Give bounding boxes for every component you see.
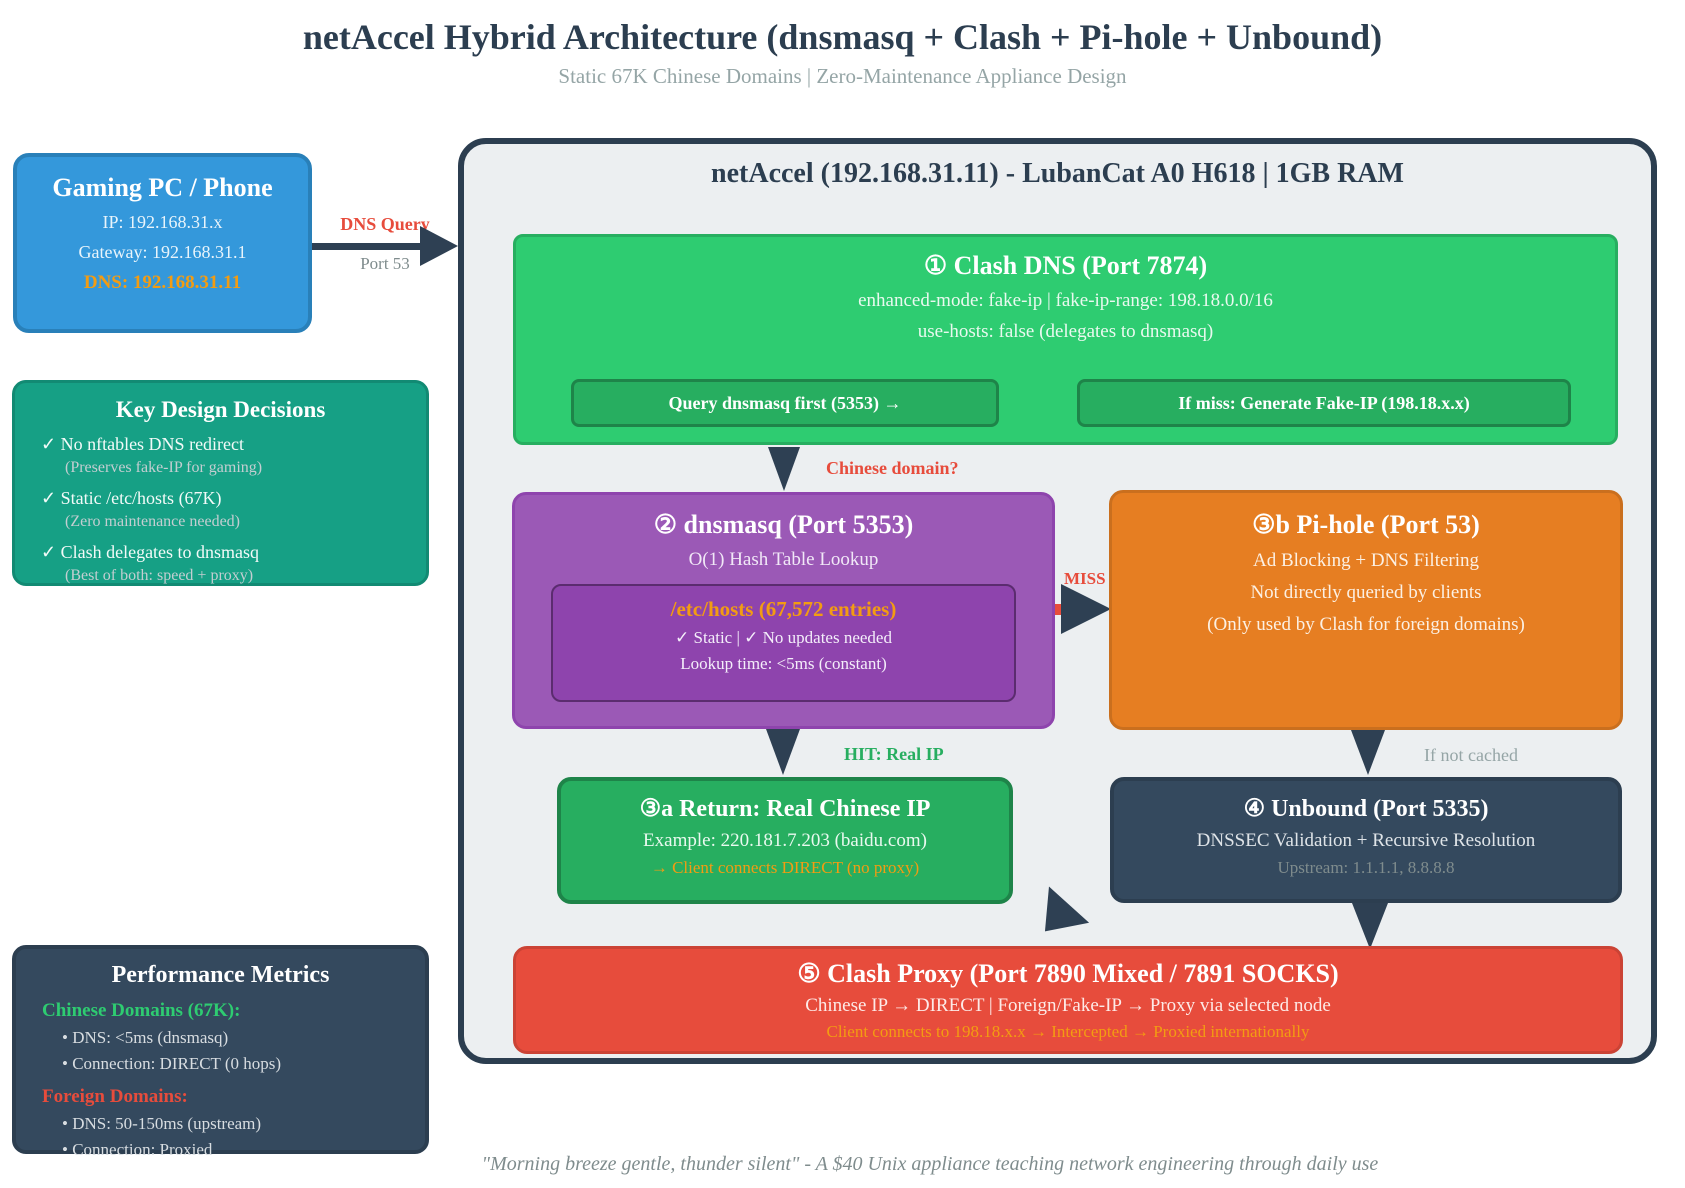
- if-not-cached-label: If not cached: [1424, 745, 1518, 765]
- miss-arrow-tail: [1050, 604, 1061, 615]
- etc-hosts-title: /etc/hosts (67,572 entries): [670, 597, 897, 621]
- dnsmasq-line: O(1) Hash Table Lookup: [688, 549, 879, 570]
- arrow-into-proxy-diagonal-icon: [1024, 886, 1090, 950]
- unbound-line: DNSSEC Validation + Recursive Resolution: [1196, 830, 1536, 851]
- arrow-unbound-to-proxy-icon: [1352, 903, 1388, 949]
- dns-query-label: DNS Query: [340, 214, 430, 234]
- arrow-pihole-to-unbound-icon: [1351, 730, 1385, 775]
- metric-item: • Connection: Proxied: [62, 1140, 213, 1159]
- etc-hosts-line: ✓ Static | ✓ No updates needed: [675, 628, 892, 647]
- design-item-note: (Preserves fake-IP for gaming): [65, 459, 263, 476]
- etc-hosts-line: Lookup time: <5ms (constant): [680, 654, 887, 673]
- chinese-domains-header: Chinese Domains (67K):: [42, 1000, 241, 1021]
- design-item-note: (Best of both: speed + proxy): [65, 567, 254, 584]
- design-item: ✓ Static /etc/hosts (67K): [41, 488, 222, 508]
- arrow-clash-to-dnsmasq-icon: [768, 447, 800, 491]
- client-box-title: Gaming PC / Phone: [52, 173, 273, 202]
- clash-dns-line: enhanced-mode: fake-ip | fake-ip-range: …: [858, 290, 1273, 311]
- clash-fakeip-box: If miss: Generate Fake-IP (198.18.x.x): [1077, 379, 1571, 427]
- unbound-title: ④ Unbound (Port 5335): [1243, 796, 1489, 822]
- dnsmasq-box: ② dnsmasq (Port 5353) O(1) Hash Table Lo…: [512, 492, 1055, 729]
- netaccel-appliance-panel: netAccel (192.168.31.11) - LubanCat A0 H…: [458, 138, 1657, 1064]
- return-real-ip-box: ③a Return: Real Chinese IP Example: 220.…: [557, 777, 1013, 904]
- dnsmasq-title: ② dnsmasq (Port 5353): [653, 510, 914, 539]
- return-real-ip-note: → Client connects DIRECT (no proxy): [650, 858, 920, 877]
- dns-query-arrow-shaft: [312, 243, 428, 250]
- clash-dns-title: ① Clash DNS (Port 7874): [923, 251, 1208, 280]
- footer-quote: "Morning breeze gentle, thunder silent" …: [481, 1153, 1379, 1175]
- pihole-title: ③b Pi-hole (Port 53): [1252, 510, 1480, 539]
- client-ip: IP: 192.168.31.x: [102, 212, 223, 232]
- metric-item: • DNS: 50-150ms (upstream): [62, 1114, 262, 1133]
- page-subtitle: Static 67K Chinese Domains | Zero-Mainte…: [558, 64, 1127, 88]
- unbound-box: ④ Unbound (Port 5335) DNSSEC Validation …: [1110, 777, 1622, 903]
- clash-query-dnsmasq-box: Query dnsmasq first (5353) →: [571, 379, 999, 427]
- pihole-box: ③b Pi-hole (Port 53) Ad Blocking + DNS F…: [1109, 490, 1623, 730]
- design-item-note: (Zero maintenance needed): [65, 513, 241, 530]
- performance-metrics-box: Performance Metrics Chinese Domains (67K…: [12, 945, 429, 1159]
- client-gateway: Gateway: 192.168.31.1: [78, 242, 247, 262]
- dns-query-port-label: Port 53: [360, 254, 410, 273]
- chinese-domain-label: Chinese domain?: [826, 458, 959, 478]
- miss-label: MISS: [1064, 569, 1106, 588]
- pihole-line: Ad Blocking + DNS Filtering: [1252, 550, 1480, 571]
- page-title: netAccel Hybrid Architecture (dnsmasq + …: [302, 17, 1383, 57]
- return-real-ip-example: Example: 220.181.7.203 (baidu.com): [643, 830, 927, 851]
- design-item: ✓ Clash delegates to dnsmasq: [41, 542, 260, 562]
- client-dns: DNS: 192.168.31.11: [83, 272, 242, 293]
- client-box: Gaming PC / Phone IP: 192.168.31.x Gatew…: [13, 153, 312, 333]
- design-decisions-box: Key Design Decisions ✓ No nftables DNS r…: [12, 380, 429, 586]
- clash-proxy-line: Chinese IP → DIRECT | Foreign/Fake-IP → …: [805, 995, 1331, 1016]
- pihole-line: Not directly queried by clients: [1250, 582, 1482, 603]
- design-item: ✓ No nftables DNS redirect: [41, 434, 245, 454]
- etc-hosts-box: /etc/hosts (67,572 entries) ✓ Static | ✓…: [551, 584, 1016, 702]
- appliance-title: netAccel (192.168.31.11) - LubanCat A0 H…: [711, 158, 1404, 189]
- clash-dns-box: ① Clash DNS (Port 7874) enhanced-mode: f…: [513, 234, 1618, 445]
- arrow-dnsmasq-to-pihole-icon: [1061, 584, 1111, 634]
- performance-metrics-title: Performance Metrics: [111, 962, 330, 988]
- foreign-domains-header: Foreign Domains:: [42, 1086, 188, 1107]
- metric-item: • DNS: <5ms (dnsmasq): [62, 1028, 229, 1047]
- arrow-dnsmasq-to-return-icon: [766, 729, 800, 775]
- dns-query-arrow-icon: [420, 226, 458, 266]
- clash-dns-line: use-hosts: false (delegates to dnsmasq): [917, 321, 1214, 342]
- pihole-line: (Only used by Clash for foreign domains): [1207, 614, 1525, 635]
- return-real-ip-title: ③a Return: Real Chinese IP: [639, 796, 931, 822]
- clash-proxy-note: Client connects to 198.18.x.x → Intercep…: [826, 1022, 1310, 1041]
- clash-proxy-box: ⑤ Clash Proxy (Port 7890 Mixed / 7891 SO…: [513, 946, 1623, 1054]
- hit-real-ip-label: HIT: Real IP: [844, 744, 944, 764]
- design-decisions-title: Key Design Decisions: [115, 397, 326, 422]
- clash-proxy-title: ⑤ Clash Proxy (Port 7890 Mixed / 7891 SO…: [797, 959, 1339, 988]
- unbound-upstream: Upstream: 1.1.1.1, 8.8.8.8: [1277, 858, 1455, 877]
- metric-item: • Connection: DIRECT (0 hops): [62, 1054, 282, 1073]
